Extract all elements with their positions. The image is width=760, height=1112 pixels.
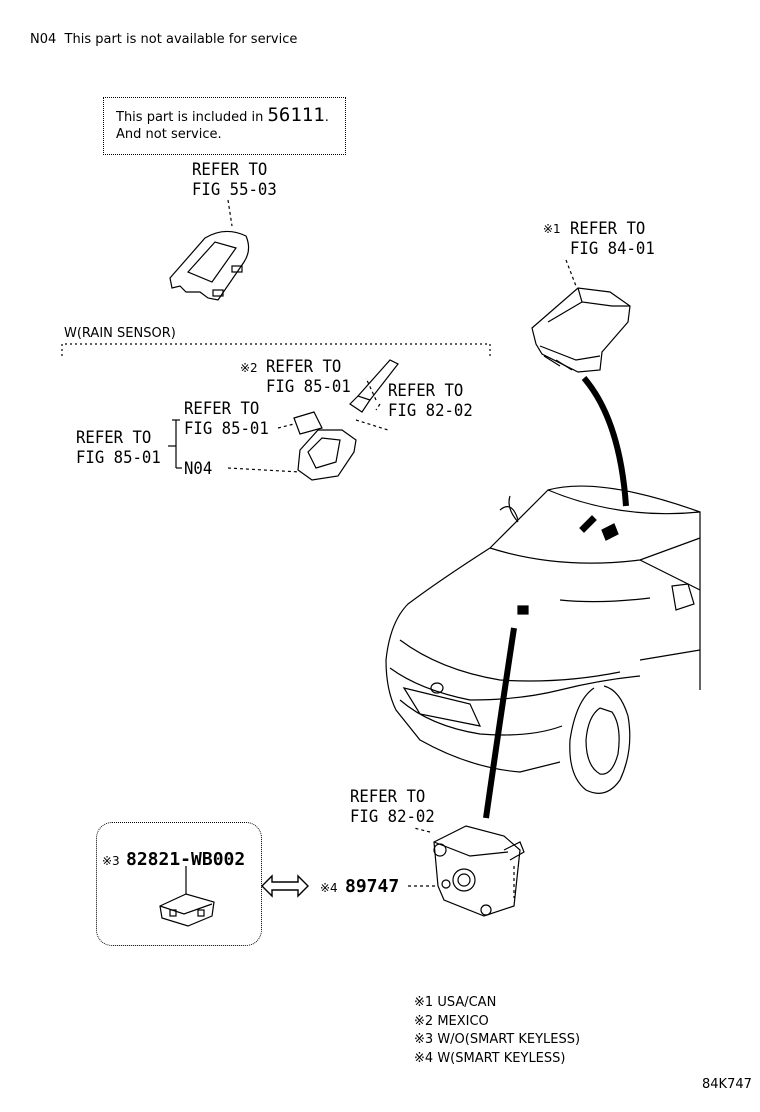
ref-fig-82-02-top[interactable]: REFER TO FIG 82-02 (388, 381, 473, 421)
leader-55-03 (227, 199, 233, 227)
info-box-line1: This part is included in 56111. (116, 104, 329, 126)
ref-fig-82-02-bottom[interactable]: REFER TO FIG 82-02 (350, 787, 435, 827)
n04-label: N04 (184, 459, 213, 479)
rain-sensor-bracket-line (61, 343, 491, 356)
legend: ※1 USA/CAN ※2 MEXICO ※3 W/O(SMART KEYLES… (414, 994, 580, 1068)
ref-fig-85-01-top[interactable]: REFER TO FIG 85-01 (266, 357, 351, 397)
ref-fig-85-01-left[interactable]: REFER TO FIG 85-01 (76, 428, 161, 468)
rain-sensor-label: W(RAIN SENSOR) (64, 326, 176, 341)
ref-fig-84-01[interactable]: REFER TO FIG 84-01 (570, 219, 655, 259)
rain-sensor-housing-drawing (531, 287, 631, 373)
header-note-text: This part is not available for service (64, 32, 298, 47)
sensor-part-number[interactable]: 89747 (345, 876, 400, 897)
ref-fig-85-01-mid[interactable]: REFER TO FIG 85-01 (184, 399, 269, 439)
connector-part-number[interactable]: 82821-WB002 (126, 849, 246, 870)
legend-item: ※3 W/O(SMART KEYLESS) (414, 1032, 581, 1047)
figure-id: 84K747 (702, 1077, 752, 1092)
info-box-part-number: 56111 (267, 104, 325, 126)
info-box (103, 97, 346, 155)
callout-bracket (168, 419, 301, 473)
legend-item: ※4 W(SMART KEYLESS) (414, 1050, 566, 1066)
ref-fig-84-01-mark: ※1 (543, 222, 561, 236)
header-note-code: N04 (30, 32, 57, 47)
sensor-mark: ※4 (320, 881, 338, 895)
info-box-line2: And not service. (116, 127, 222, 142)
header-note: N04 This part is not available for servi… (30, 32, 297, 47)
connector-mark: ※3 (102, 854, 120, 868)
connector-drawing (159, 866, 215, 927)
double-arrow-icon (261, 874, 309, 898)
legend-item: ※1 USA/CAN (414, 995, 497, 1010)
legend-item: ※2 MEXICO (414, 1013, 489, 1029)
ref-fig-85-01-top-mark: ※2 (240, 361, 258, 375)
ref-fig-55-03[interactable]: REFER TO FIG 55-03 (192, 160, 277, 200)
rain-sensor-module-drawing (293, 359, 399, 481)
vehicle-drawing (385, 485, 701, 794)
connector-option-box (96, 822, 262, 946)
sensor-part-drawing (408, 825, 525, 917)
cover-part-drawing (169, 230, 250, 301)
